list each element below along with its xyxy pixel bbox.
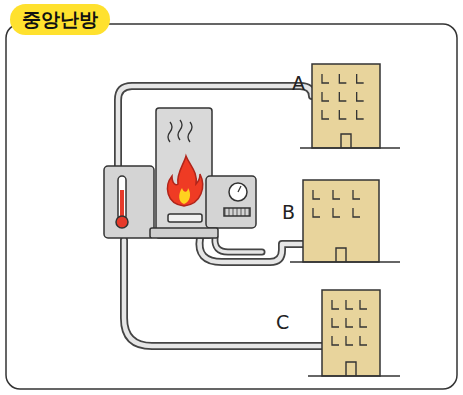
building-letter: B: [282, 203, 295, 222]
panel-frame: [6, 24, 457, 389]
boiler: [104, 108, 256, 238]
building: [290, 180, 400, 262]
building: [308, 290, 400, 376]
building-letter: C: [276, 313, 289, 332]
title-badge: 중앙난방: [10, 4, 110, 35]
buildings: [290, 64, 400, 376]
building-letter: A: [292, 74, 305, 93]
building: [300, 64, 400, 148]
